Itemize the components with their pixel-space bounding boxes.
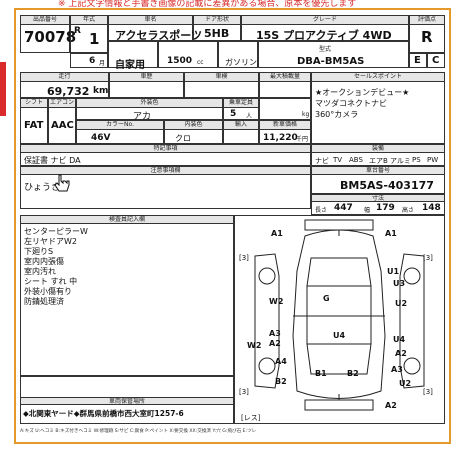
mark: A1: [385, 229, 397, 238]
equipment-item: PW: [427, 156, 439, 164]
shift-cell: シフト FAT: [20, 98, 48, 144]
remarks: 特記事項 保証書 ナビ DA: [20, 144, 311, 166]
usage-cell: 自家用: [108, 41, 158, 71]
bracket: [3]: [423, 254, 433, 262]
ac-cell: エアコン AAC: [48, 98, 76, 144]
equipment-item: ナビ: [315, 157, 329, 165]
displacement: 1500: [167, 56, 193, 66]
remarks-text: 保証書 ナビ DA: [24, 156, 81, 165]
chassis-number: BM5AS-403177: [340, 179, 434, 192]
notes: 注意事項欄 ひょうき: [20, 166, 311, 209]
equipment-item: TV: [333, 156, 343, 164]
mark: U4: [333, 331, 345, 340]
top-note: ※ 上記文字情報と手書き画像の記載に差異がある場合、原本を優先します: [58, 0, 357, 9]
int-color-cell: 内装色 クロ: [164, 120, 223, 144]
ac: AAC: [51, 120, 74, 131]
mark: W2: [269, 297, 283, 306]
equipment-item: PS: [412, 156, 421, 164]
bracket: [3]: [423, 388, 433, 396]
mark: U3: [393, 279, 405, 288]
bracket: [3]: [239, 388, 249, 396]
mark: A1: [271, 229, 283, 238]
year-cell: 年式 R 1: [70, 15, 108, 53]
equipment-item: エアB: [369, 157, 388, 165]
mark: G: [323, 294, 330, 303]
usage: 自家用: [115, 60, 145, 71]
length: 447: [334, 203, 353, 213]
model-code: DBA-BM5AS: [297, 56, 365, 67]
capacity-cell: 最大積載量: [259, 72, 311, 98]
mark: B2: [347, 369, 359, 378]
seats-cell: 乗車定員 5 人: [223, 98, 259, 120]
width: 179: [376, 203, 395, 213]
mark: U1: [387, 267, 399, 276]
color-cell: 外装色 アカ: [76, 98, 223, 122]
mark: U2: [399, 379, 411, 388]
lot-cell: 出品番号 70078: [20, 15, 76, 53]
interior-color: クロ: [175, 134, 191, 143]
door-cell: ドア形状 5HB: [193, 15, 241, 41]
model-cell: 型式 DBA-BM5AS: [258, 41, 409, 68]
car-diagram: A1 A1 U1 U3 G W2 U2 U4 A3 A2 W2 U4 A4 A2…: [239, 219, 433, 422]
history-cell: 車歴: [109, 72, 184, 98]
mark: U4: [393, 335, 405, 344]
year-value: 1: [89, 30, 100, 48]
door-type: 5HB: [204, 27, 230, 40]
shift: FAT: [24, 120, 44, 131]
height: 148: [422, 203, 441, 213]
score: R: [421, 28, 433, 46]
cursor-hand-icon: [54, 174, 70, 192]
grade: 15S プロアクティブ 4WD: [256, 29, 392, 42]
dimensions-cell: 寸法 長さ 447 幅 179 高さ 148: [311, 194, 445, 215]
car-name: アクセラスポーツ: [115, 29, 203, 42]
sales-points: セールスポイント ★オークションデビュー★ マツダコネクトナビ 360°カメラ: [311, 72, 445, 144]
inspection-cell: 車検: [184, 72, 259, 98]
color-no-cell: カラーNo. 46V: [76, 120, 164, 144]
equipment-item: アルミ: [390, 157, 411, 165]
mark: A3: [269, 329, 281, 338]
interior-grade-cell: C: [427, 53, 445, 68]
mileage-cell: 走行 69,732 km: [20, 72, 109, 98]
equipment: 装備 ナビ TV ABS エアB アルミ PS PW: [311, 144, 445, 166]
storage-location: 車両保管場所 ◆北関東ヤード◆群馬県前橋市西大室町1257-6: [20, 376, 234, 424]
mark: A3: [391, 365, 403, 374]
mark: B1: [315, 369, 327, 378]
fuel-cell: ガソリン: [218, 41, 258, 68]
mark: A2: [395, 349, 407, 358]
damage-diagram: A1 A1 U1 U3 G W2 U2 U4 A3 A2 W2 U4 A4 A2…: [234, 215, 445, 424]
inspector-notes: 検査員記入欄 センターピラーW 左リヤドアW2 下廻りS 室内内張傷 室内汚れ …: [20, 215, 234, 376]
grade-cell: グレード 15S プロアクティブ 4WD: [241, 15, 409, 42]
mark: A4: [275, 357, 287, 366]
import-cell: 輸入: [223, 120, 259, 144]
new-price: 11,220: [263, 133, 298, 143]
capacity-value-cell: kg: [259, 98, 311, 120]
mark: A2: [385, 401, 397, 410]
bottom-label: [レス]: [241, 414, 261, 422]
mark: B2: [275, 377, 287, 386]
score-cell: 評価点 R: [409, 15, 445, 53]
location-text: ◆北関東ヤード◆群馬県前橋市西大室町1257-6: [23, 409, 184, 418]
month-cell: 6 月: [70, 53, 108, 68]
displacement-cell: 1500 cc: [158, 41, 218, 68]
equipment-item: ABS: [349, 156, 363, 164]
seats: 5: [230, 109, 237, 119]
side-marker: [0, 62, 6, 116]
mark: W2: [247, 341, 261, 350]
color-no: 46V: [91, 133, 111, 143]
notes-text: ひょうき: [24, 183, 61, 193]
mark: U2: [395, 299, 407, 308]
chassis-number-cell: 車台番号 BM5AS-403177: [311, 166, 445, 194]
legend: A:キズ U:ヘコミ B:キズ付きヘコミ W:修理跡 S:サビ C:腐食 P:ペ…: [20, 429, 257, 434]
car-name-cell: 車名 アクセラスポーツ: [108, 15, 202, 42]
fuel: ガソリン: [225, 58, 257, 67]
price-cell: 新車価格 11,220 千円: [259, 120, 311, 144]
mileage: 69,732: [47, 85, 90, 98]
color: アカ: [133, 112, 152, 122]
bracket: [3]: [239, 254, 249, 262]
exterior-grade-cell: E: [409, 53, 427, 68]
mark: A2: [269, 339, 281, 348]
era: R: [74, 26, 81, 36]
lot-number: 70078: [24, 28, 77, 46]
